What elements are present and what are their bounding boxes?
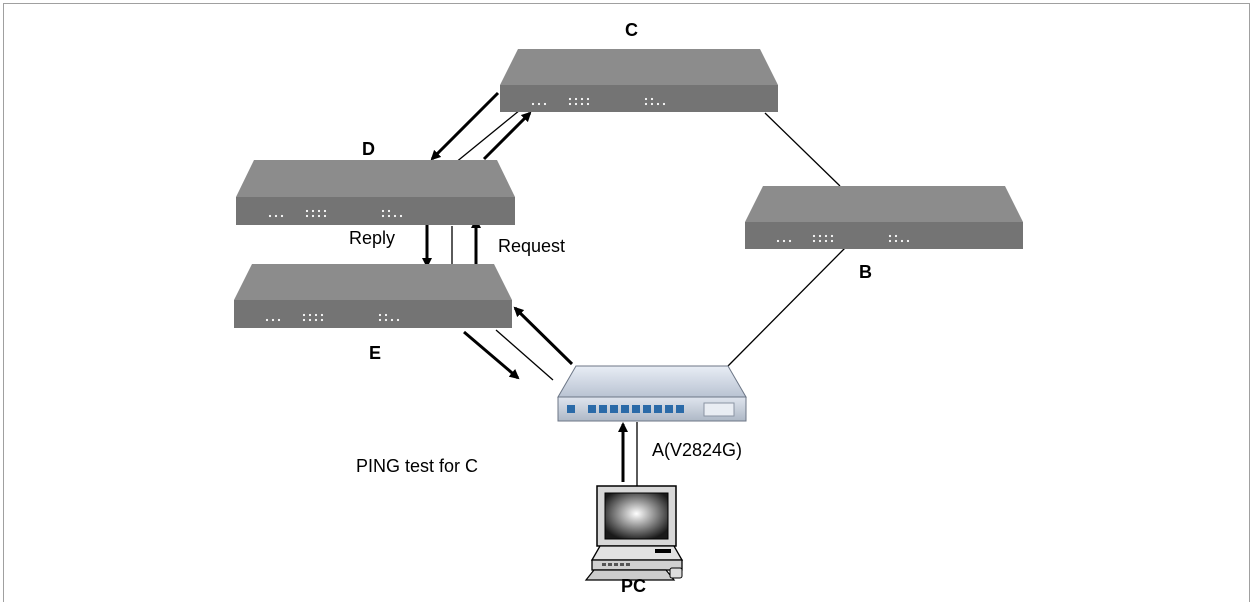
request-label: Request	[498, 236, 566, 256]
arrows	[422, 91, 628, 482]
diagram-frame	[3, 3, 1250, 602]
device-c	[500, 49, 778, 112]
links	[451, 109, 846, 486]
link-c-d	[454, 109, 521, 164]
link-b-a	[727, 247, 846, 367]
device-d	[236, 160, 515, 225]
arrow-a-to-e	[513, 306, 574, 366]
link-c-b	[764, 112, 841, 187]
device-e-leds	[265, 313, 400, 322]
node-label-e: E	[369, 343, 382, 363]
node-label-b: B	[859, 262, 872, 282]
ping-test-label: PING test for C	[356, 456, 479, 476]
arrow-c-to-d	[430, 91, 500, 161]
arrow-d-to-c	[482, 111, 532, 161]
node-label-c: C	[625, 20, 638, 40]
node-label-d: D	[362, 139, 375, 159]
device-b	[745, 186, 1023, 249]
pc-computer	[584, 485, 684, 581]
device-b-leds	[776, 234, 910, 243]
device-d-leds	[268, 209, 403, 218]
switch-a	[557, 365, 747, 422]
link-e-a	[495, 329, 554, 381]
node-label-pc: PC	[621, 576, 647, 596]
node-label-a: A(V2824G)	[652, 440, 743, 460]
device-c-leds	[531, 97, 666, 106]
device-e	[234, 264, 512, 328]
switch-a-ports	[567, 405, 684, 413]
arrow-e-to-a	[463, 330, 520, 380]
reply-label: Reply	[349, 228, 396, 248]
